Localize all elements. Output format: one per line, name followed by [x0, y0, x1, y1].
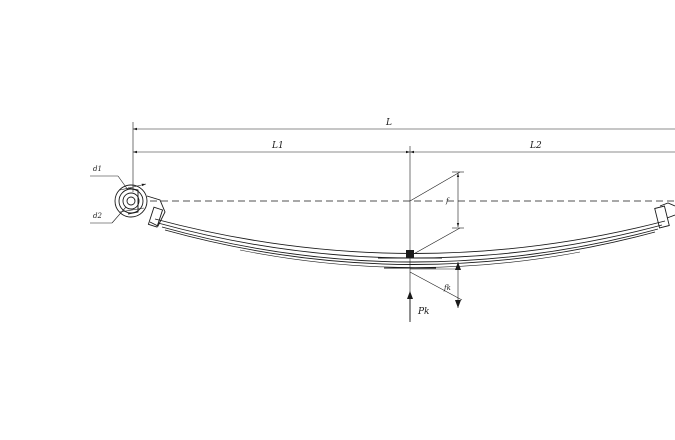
leaf-short	[239, 249, 581, 268]
rear-end	[654, 202, 675, 229]
dimension-rear-length: L2	[410, 141, 675, 154]
label-front-length: L1	[271, 141, 284, 151]
eye-inner-circle	[126, 196, 136, 206]
eye-outer-circle	[114, 184, 148, 218]
label-rear-length: L2	[529, 141, 542, 151]
dimension-front-length: L1	[133, 141, 410, 154]
leaf-2-bottom	[161, 226, 659, 263]
label-eye-inner-diameter: d2	[93, 212, 102, 220]
label-load: Pk	[417, 307, 430, 317]
front-eye: d1 d2	[90, 165, 166, 228]
eye-diameter-arrow-top	[119, 183, 147, 191]
rear-eye-top	[659, 202, 675, 207]
label-deflection: fk	[443, 284, 451, 292]
deflection-arrow-bottom	[455, 300, 461, 308]
leaf-3	[164, 229, 656, 265]
rear-clip-band	[654, 205, 670, 229]
deflection-arrow-top	[455, 262, 461, 270]
leader-d1-angled	[117, 175, 129, 191]
spring-leaves	[154, 218, 666, 269]
eye-bracket	[127, 187, 139, 215]
label-arc-height: f	[445, 197, 450, 205]
eye-bushing-circle	[122, 192, 140, 210]
label-eye-outer-diameter: d1	[93, 165, 102, 173]
arc-height-leader-top	[409, 171, 461, 202]
deflection-leader	[409, 271, 463, 301]
front-clip-band	[147, 206, 164, 228]
center-bolt	[406, 250, 414, 258]
arc-height-leader-bottom	[409, 227, 461, 257]
dimension-deflection: fk	[409, 262, 463, 308]
dimension-arc-height: f	[409, 171, 464, 257]
load-arrow-head	[407, 291, 413, 299]
dimension-overall-length: L	[132, 118, 675, 192]
rear-leaf-end	[666, 214, 675, 219]
eye-diameter-line-bottom	[119, 207, 145, 213]
label-overall-length: L	[385, 118, 392, 128]
front-clip	[146, 195, 166, 227]
leader-d2-angled	[111, 206, 127, 224]
load-arrow: Pk	[407, 291, 430, 322]
